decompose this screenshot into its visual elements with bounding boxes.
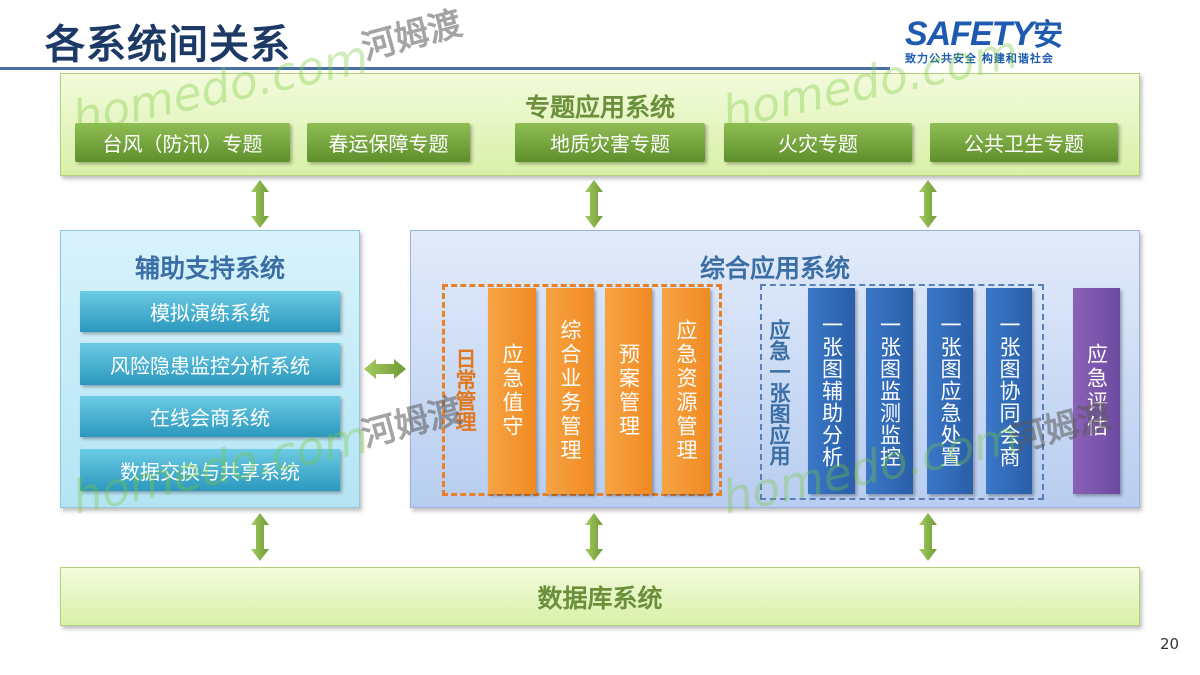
- double-arrow-icon: [251, 513, 269, 561]
- daily-plan-management[interactable]: 预案管理: [605, 288, 652, 494]
- logo-brand: SAFETY: [905, 15, 1034, 53]
- daily-business-management[interactable]: 综合业务管理: [546, 288, 594, 494]
- topic-public-health[interactable]: 公共卫生专题: [930, 123, 1118, 162]
- onemap-disposal[interactable]: 一张图应急处置: [927, 288, 973, 494]
- support-system-title: 辅助支持系统: [134, 254, 285, 283]
- onemap-group: [760, 284, 1044, 500]
- double-arrow-icon: [585, 513, 603, 561]
- database-system-title: 数据库系统: [537, 583, 663, 613]
- logo-tagline: 致力公共安全 构建和谐社会: [905, 52, 1054, 65]
- double-arrow-icon: [251, 180, 269, 228]
- logo-brand-suffix: 安: [1033, 19, 1063, 52]
- daily-management-label: 日常管理: [453, 348, 477, 432]
- topic-geological-disaster[interactable]: 地质灾害专题: [515, 123, 705, 162]
- slide-title: 各系统间关系: [45, 22, 291, 68]
- topic-fire[interactable]: 火灾专题: [724, 123, 912, 162]
- topic-spring-transport[interactable]: 春运保障专题: [307, 123, 470, 162]
- daily-duty[interactable]: 应急值守: [488, 288, 536, 494]
- daily-management-group: [442, 284, 722, 496]
- support-simulation-drill[interactable]: 模拟演练系统: [80, 291, 340, 332]
- double-arrow-icon: [919, 513, 937, 561]
- database-system-panel[interactable]: 数据库系统: [60, 567, 1140, 626]
- onemap-analysis[interactable]: 一张图辅助分析: [808, 288, 855, 494]
- support-online-consultation[interactable]: 在线会商系统: [80, 396, 340, 437]
- title-divider: [0, 67, 890, 70]
- topic-typhoon[interactable]: 台风（防汛）专题: [75, 123, 290, 162]
- onemap-label: 应急一张图应用: [767, 318, 791, 466]
- watermark-name: 河姆渡: [357, 3, 467, 69]
- horizontal-double-arrow-icon: [364, 359, 406, 379]
- onemap-monitoring[interactable]: 一张图监测监控: [866, 288, 913, 494]
- safety-logo: SAFETY安 致力公共安全 构建和谐社会: [905, 10, 1160, 65]
- page-number: 20: [1160, 635, 1180, 653]
- support-risk-monitoring[interactable]: 风险隐患监控分析系统: [80, 343, 340, 385]
- double-arrow-icon: [585, 180, 603, 228]
- double-arrow-icon: [919, 180, 937, 228]
- onemap-consultation[interactable]: 一张图协同会商: [986, 288, 1032, 494]
- daily-resource-management[interactable]: 应急资源管理: [662, 288, 710, 494]
- integrated-system-title: 综合应用系统: [699, 254, 850, 283]
- support-data-exchange[interactable]: 数据交换与共享系统: [80, 449, 340, 491]
- topic-system-title: 专题应用系统: [524, 93, 675, 122]
- emergency-evaluation[interactable]: 应急评估: [1073, 288, 1120, 494]
